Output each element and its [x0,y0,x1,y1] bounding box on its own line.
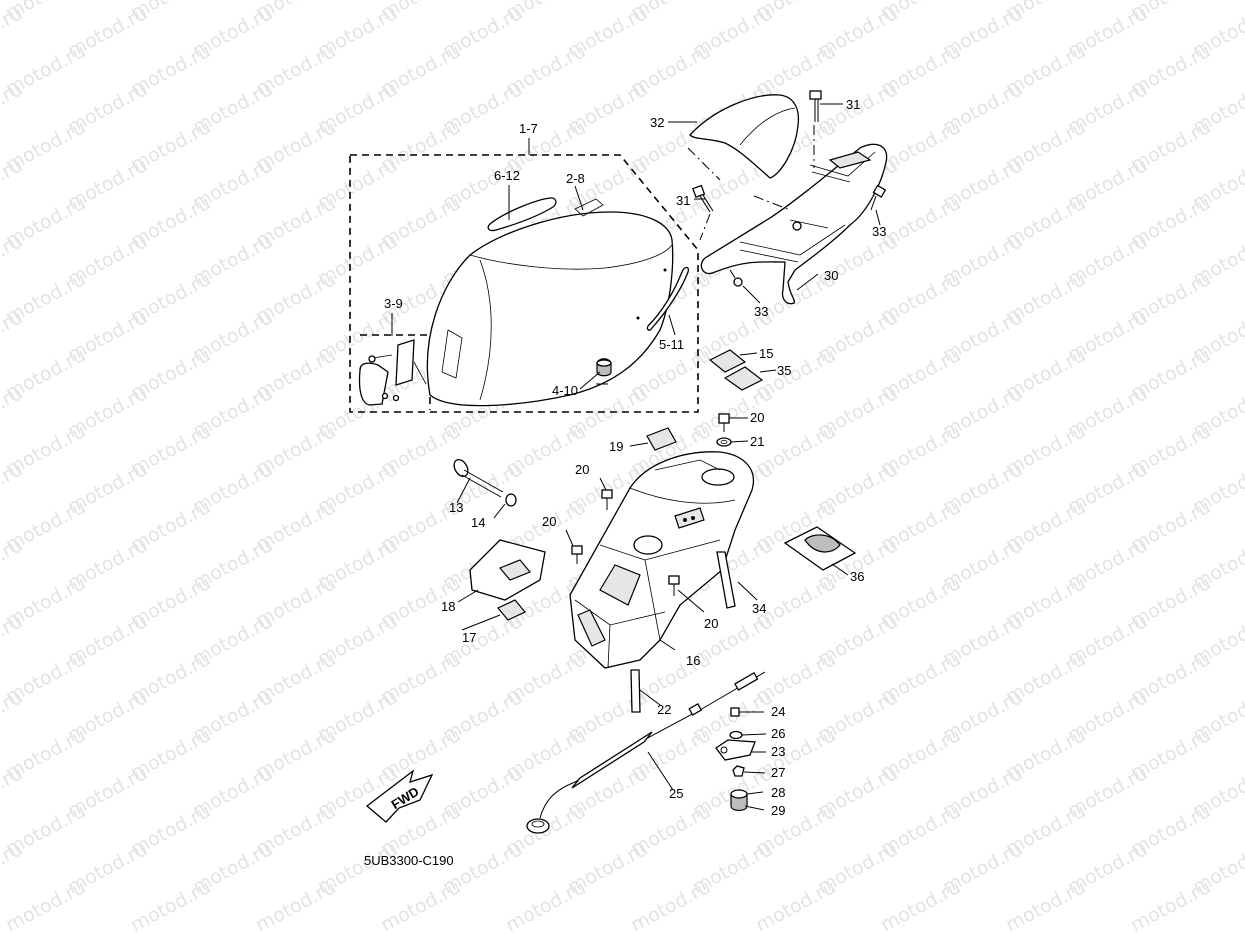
callout-25: 25 [669,786,683,801]
callout-6-12: 6-12 [494,168,520,183]
callout-35: 35 [777,363,791,378]
callout-33-right: 33 [872,224,886,239]
seat-group-dashed-frame [349,154,699,413]
callout-22: 22 [657,702,671,717]
watermark-text: motod.ru [627,876,714,934]
watermark-text: motod.ru [877,876,964,934]
callout-26: 26 [771,726,785,741]
bolt-33-left [729,269,743,287]
watermark-text: motod.ru [252,876,339,934]
bolt-20-top [716,413,749,447]
callout-20-left: 20 [575,462,589,477]
holder-18 [457,539,546,603]
callout-20-top: 20 [750,410,764,425]
callout-16: 16 [686,653,700,668]
bolt-13 [453,458,504,504]
callout-23: 23 [771,744,785,759]
callout-31-top: 31 [846,97,860,112]
callout-34: 34 [752,601,766,616]
callout-33-left: 33 [754,304,768,319]
bolt-33-right [870,184,887,211]
bolt-20-right [668,575,705,613]
luggage-box-16 [569,451,754,669]
bolt-20-lower [565,529,583,564]
callout-1-7: 1-7 [519,121,538,136]
callout-14: 14 [471,515,485,530]
seat-lock-3-9 [358,339,427,406]
callout-15: 15 [759,346,773,361]
callout-3-9: 3-9 [384,296,403,311]
rear-carrier-group [668,90,888,305]
callout-2-8: 2-8 [566,171,585,186]
callout-4-10: 4-10 [552,383,578,398]
callout-30: 30 [824,268,838,283]
callout-28: 28 [771,785,785,800]
watermark-text: motod.ru [127,876,214,934]
callout-labels: 1-7 6-12 2-8 3-9 5-11 4-10 32 31 31 33 3… [384,97,886,818]
callout-29: 29 [771,803,785,818]
carrier-cover-32 [689,94,800,179]
pad-17 [497,599,526,621]
hose-34 [716,551,736,609]
callout-31-side: 31 [676,193,690,208]
labels-15-35 [708,349,777,391]
owners-manual-36 [783,526,857,576]
seat-side-trim-5-11 [646,266,690,331]
bolt-31-top [809,90,822,122]
callout-17: 17 [462,630,476,645]
seat-damper-4-10 [596,358,612,377]
watermark-text: motod.ru [502,876,589,934]
bolt-31-side [692,184,714,213]
watermark-text: motod.ru [377,876,464,934]
callout-18: 18 [441,599,455,614]
watermark-text: motod.ru [1127,876,1214,934]
seat-drawing [426,198,674,407]
callout-36: 36 [850,569,864,584]
watermark-text: motod.ru [2,876,89,934]
callout-21: 21 [750,434,764,449]
callout-5-11: 5-11 [659,337,684,352]
callout-19: 19 [609,439,623,454]
nut-14 [493,493,517,519]
watermark-text: motod.ru [1002,876,1089,934]
callout-20-right: 20 [704,616,718,631]
callout-20-lower: 20 [542,514,556,529]
callout-32: 32 [650,115,664,130]
hose-22 [630,669,641,713]
callout-27: 27 [771,765,785,780]
diagram-code: 5UB3300-C190 [364,853,454,868]
callout-13: 13 [449,500,463,515]
watermark-text: motod.ru [752,876,839,934]
seat-emblem-6-12 [487,197,557,232]
bracket-23-set [715,707,767,812]
bolt-20-left [599,477,613,510]
fwd-arrow-icon: FWD [365,769,434,823]
seat-assembly-group [349,138,699,413]
callout-24: 24 [771,704,785,719]
pad-19 [646,427,677,451]
cable-25 [526,671,766,834]
